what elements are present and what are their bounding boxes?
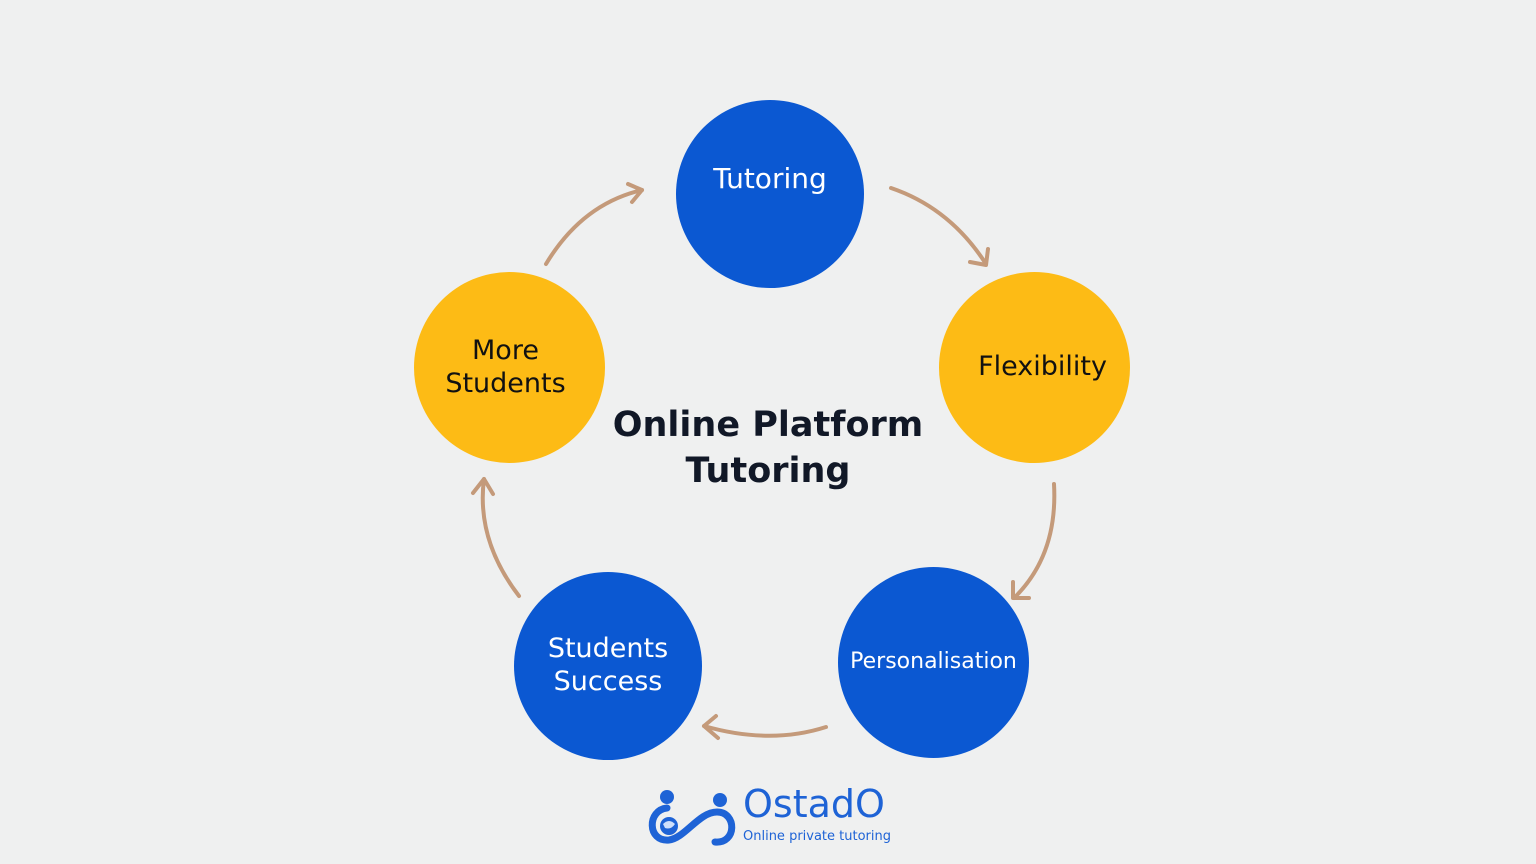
arrowhead-students-success-to-more-students: [471, 477, 495, 496]
center-title: Online Platform Tutoring: [612, 405, 924, 491]
arrow-students-success-to-more-students: [480, 477, 521, 598]
node-tutoring: Tutoring: [676, 100, 864, 288]
arrowhead-flexibility-to-personalisation: [1011, 580, 1031, 600]
node-students-success: Students Success: [514, 572, 702, 760]
node-students-success-label: Students Success: [547, 633, 669, 697]
ostado-logo[interactable]: OstadO Online private tutoring: [645, 782, 895, 850]
arrowhead-tutoring-to-flexibility: [968, 247, 990, 267]
arrow-more-students-to-tutoring: [544, 188, 644, 266]
logo-tagline: Online private tutoring: [743, 829, 891, 844]
node-more-students-label: More Students: [445, 334, 566, 399]
arrowhead-personalisation-to-students-success: [702, 714, 720, 740]
node-tutoring-label: Tutoring: [713, 162, 827, 195]
node-personalisation: Personalisation: [838, 567, 1029, 758]
arrow-personalisation-to-students-success: [702, 724, 828, 738]
node-flexibility: Flexibility: [939, 272, 1130, 463]
arrow-flexibility-to-personalisation: [1012, 482, 1057, 600]
arrowhead-more-students-to-tutoring: [626, 182, 644, 204]
node-personalisation-label: Personalisation: [850, 649, 1017, 675]
logo-wordmark: OstadO: [743, 782, 885, 826]
arrow-tutoring-to-flexibility: [889, 186, 988, 266]
logo-mark-icon: [648, 790, 736, 846]
node-flexibility-label: Flexibility: [978, 351, 1107, 383]
node-more-students: More Students: [414, 272, 605, 463]
